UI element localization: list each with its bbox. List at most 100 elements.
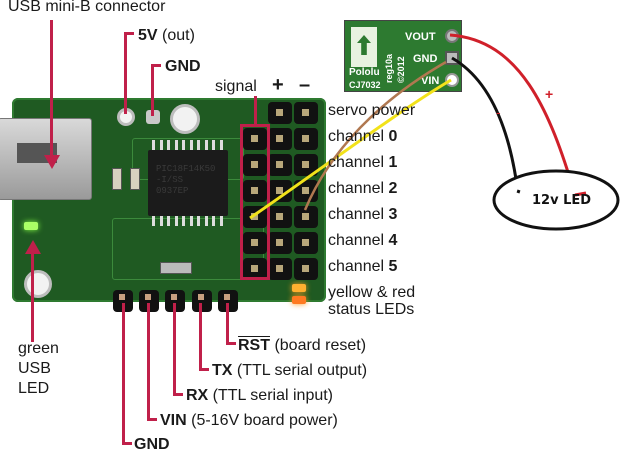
wire-black bbox=[451, 56, 520, 194]
pin-rst[interactable] bbox=[218, 290, 238, 312]
label-tx: TX (TTL serial output) bbox=[212, 362, 367, 380]
pololu-logo bbox=[351, 27, 377, 67]
channel-number: 2 bbox=[388, 180, 398, 197]
header-pin-ch5-plus[interactable] bbox=[268, 258, 292, 280]
arrow-up-icon bbox=[25, 240, 41, 254]
pointer-gnd-top-tick bbox=[151, 64, 161, 67]
mounting-hole bbox=[24, 270, 52, 298]
header-pin-ch2-plus[interactable] bbox=[268, 180, 292, 202]
yellow-status-led bbox=[292, 284, 306, 292]
minus-mark: - bbox=[496, 104, 501, 120]
header-pin-ch4-minus[interactable] bbox=[294, 232, 318, 254]
header-pin-ch0-signal[interactable] bbox=[243, 128, 267, 150]
led-load-ellipse bbox=[492, 169, 620, 231]
pin-vin[interactable] bbox=[139, 290, 159, 312]
label-status-leds-1: yellow & red bbox=[328, 284, 416, 301]
chip-marking-line: -I/SS bbox=[156, 175, 184, 185]
label-usb: USB bbox=[18, 360, 51, 377]
chip-pin bbox=[167, 140, 170, 150]
wire-black-end bbox=[516, 189, 521, 194]
chip-pin bbox=[174, 140, 178, 150]
pointer-gnd-tick bbox=[122, 442, 132, 445]
pointer-5v bbox=[124, 32, 127, 114]
chip-pin bbox=[204, 140, 208, 150]
label-tx-rest: (TTL serial output) bbox=[232, 362, 368, 379]
chip-pin bbox=[174, 216, 178, 226]
chip-pin bbox=[189, 140, 193, 150]
chip-pin bbox=[219, 216, 223, 226]
header-pin-ch0-plus[interactable] bbox=[268, 128, 292, 150]
header-pin-ch5-minus[interactable] bbox=[294, 258, 318, 280]
label-rst-bold: RST bbox=[238, 337, 270, 354]
chip-pin bbox=[197, 140, 200, 150]
label-status-leds-2: status LEDs bbox=[328, 301, 415, 318]
pointer-rx-tick bbox=[173, 393, 183, 396]
pointer-rst-tick bbox=[226, 342, 236, 345]
channel-prefix: channel bbox=[328, 154, 389, 171]
header-pin-ch1-minus[interactable] bbox=[294, 154, 318, 176]
regulator-pin-gnd-label: GND bbox=[413, 53, 438, 65]
wire-yellow bbox=[249, 78, 452, 220]
red-status-led bbox=[292, 296, 306, 304]
microcontroller-chip: PIC18F14K50 -I/SS 0937EP bbox=[148, 150, 228, 216]
regulator-pin-vin-label: VIN bbox=[421, 75, 440, 87]
smd-resistor bbox=[130, 168, 140, 190]
pointer-usb bbox=[50, 20, 53, 160]
regulator-pin-vout-label: VOUT bbox=[405, 31, 436, 43]
label-plus: + bbox=[272, 74, 284, 96]
chip-pin bbox=[182, 216, 185, 226]
header-pin-ch3-minus[interactable] bbox=[294, 206, 318, 228]
label-vin-bold: VIN bbox=[160, 412, 187, 429]
arrow-down-icon bbox=[44, 155, 60, 169]
plus-mark: + bbox=[545, 86, 554, 102]
header-pin-ch3-plus[interactable] bbox=[268, 206, 292, 228]
label-rx: RX (TTL serial input) bbox=[186, 387, 333, 405]
pin-gnd[interactable] bbox=[113, 290, 133, 312]
channel-prefix: channel bbox=[328, 232, 389, 249]
wire-red-end bbox=[574, 191, 587, 197]
label-minus: – bbox=[299, 74, 311, 96]
regulator-brand: Pololu bbox=[349, 67, 380, 78]
label-channel-2: channel 2 bbox=[328, 180, 397, 198]
smd-resistor bbox=[112, 168, 122, 190]
chip-pin bbox=[219, 140, 223, 150]
pointer-green-led bbox=[31, 252, 34, 342]
header-pin-ch2-signal[interactable] bbox=[243, 180, 267, 202]
label-channel-1: channel 1 bbox=[328, 154, 397, 172]
header-pin-ch4-signal[interactable] bbox=[243, 232, 267, 254]
chip-pin bbox=[204, 216, 208, 226]
header-pin-ch1-plus[interactable] bbox=[268, 154, 292, 176]
wire-red bbox=[449, 33, 577, 196]
regulator-vin-pad[interactable] bbox=[445, 73, 459, 87]
label-signal: signal bbox=[215, 78, 257, 95]
chip-pin bbox=[197, 216, 200, 226]
label-gnd-top: GND bbox=[165, 58, 201, 76]
chip-pin bbox=[152, 216, 155, 226]
label-channel-4: channel 4 bbox=[328, 232, 397, 250]
header-pin-ch5-signal[interactable] bbox=[243, 258, 267, 280]
chip-marking-line: 0937EP bbox=[156, 186, 189, 196]
channel-number: 5 bbox=[388, 258, 398, 275]
header-pin-ch4-plus[interactable] bbox=[268, 232, 292, 254]
header-pin-servo-power-minus[interactable] bbox=[294, 102, 318, 124]
pointer-rst bbox=[226, 303, 229, 345]
pin-rx[interactable] bbox=[165, 290, 185, 312]
label-usb-connector: USB mini-B connector bbox=[8, 0, 166, 15]
header-pin-ch1-signal[interactable] bbox=[243, 154, 267, 176]
header-pin-servo-power-plus[interactable] bbox=[268, 102, 292, 124]
pointer-5v-tick bbox=[124, 32, 134, 35]
led-load-label: 12v LED bbox=[532, 193, 592, 208]
pointer-tx-tick bbox=[199, 368, 209, 371]
gnd-out-pad bbox=[146, 110, 160, 124]
chip-marking: PIC18F14K50 -I/SS 0937EP bbox=[156, 164, 215, 197]
label-rst-rest: (board reset) bbox=[270, 337, 367, 354]
green-usb-led bbox=[24, 222, 38, 230]
header-pin-ch0-minus[interactable] bbox=[294, 128, 318, 150]
pointer-gnd bbox=[122, 303, 125, 445]
channel-prefix: channel bbox=[328, 258, 389, 275]
label-led: LED bbox=[18, 380, 50, 397]
label-5v-out: 5V (out) bbox=[138, 27, 195, 45]
channel-number: 0 bbox=[388, 128, 398, 145]
label-5v-bold: 5V bbox=[138, 27, 158, 44]
pin-tx[interactable] bbox=[192, 290, 212, 312]
